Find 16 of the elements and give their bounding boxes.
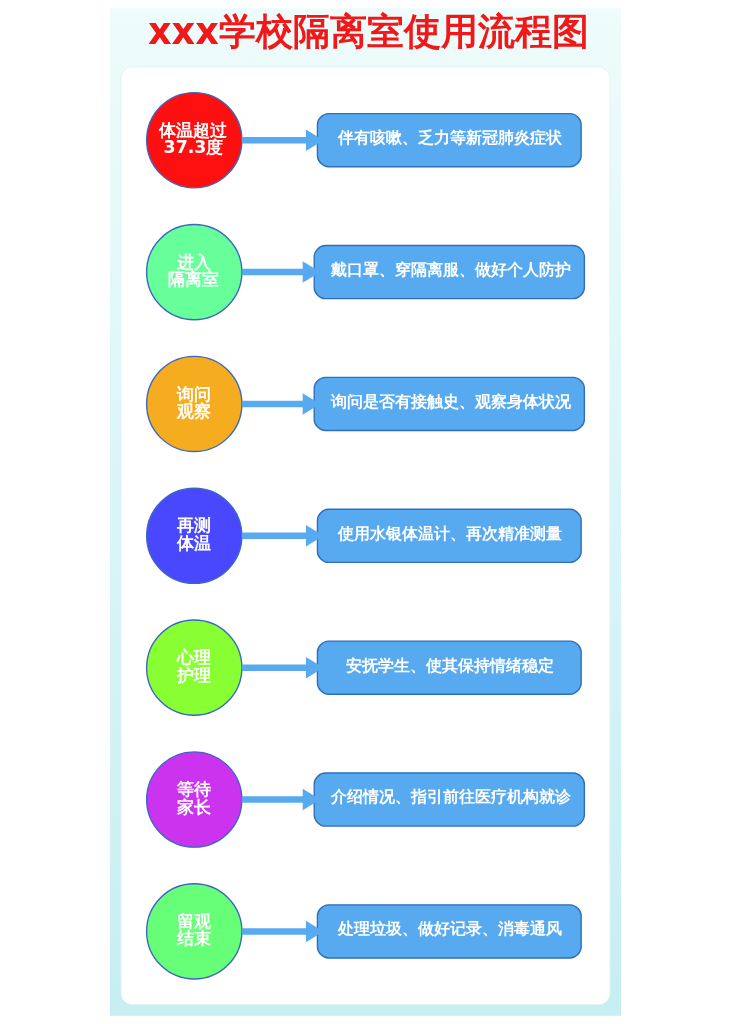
node-circle: 进入隔离室	[145, 223, 243, 321]
node-box: 安抚学生、使其保持情绪稳定	[316, 640, 582, 695]
node-box: 询问是否有接触史、观察身体状况	[313, 376, 586, 432]
node-box: 使用水银体温计、再次精准测量	[316, 508, 582, 564]
node-box: 处理垃圾、做好记录、消毒通风	[316, 904, 582, 959]
node-circle: 再测体温	[145, 487, 243, 585]
node-circle: 询问观察	[145, 355, 243, 453]
diagram-title: xxx学校隔离室使用流程图	[148, 10, 589, 54]
cluster	[120, 66, 611, 1006]
node-circle: 心理护理	[145, 619, 243, 716]
node-box: 介绍情况、指引前往医疗机构就诊	[313, 772, 586, 827]
node-circle: 体温超过37.3度	[145, 91, 243, 189]
node-circle: 留观结束	[145, 883, 243, 980]
node-box: 伴有咳嗽、乏力等新冠肺炎症状	[316, 112, 582, 168]
node-circle: 等待家长	[145, 751, 243, 848]
node-box: 戴口罩、穿隔离服、做好个人防护	[313, 244, 586, 300]
